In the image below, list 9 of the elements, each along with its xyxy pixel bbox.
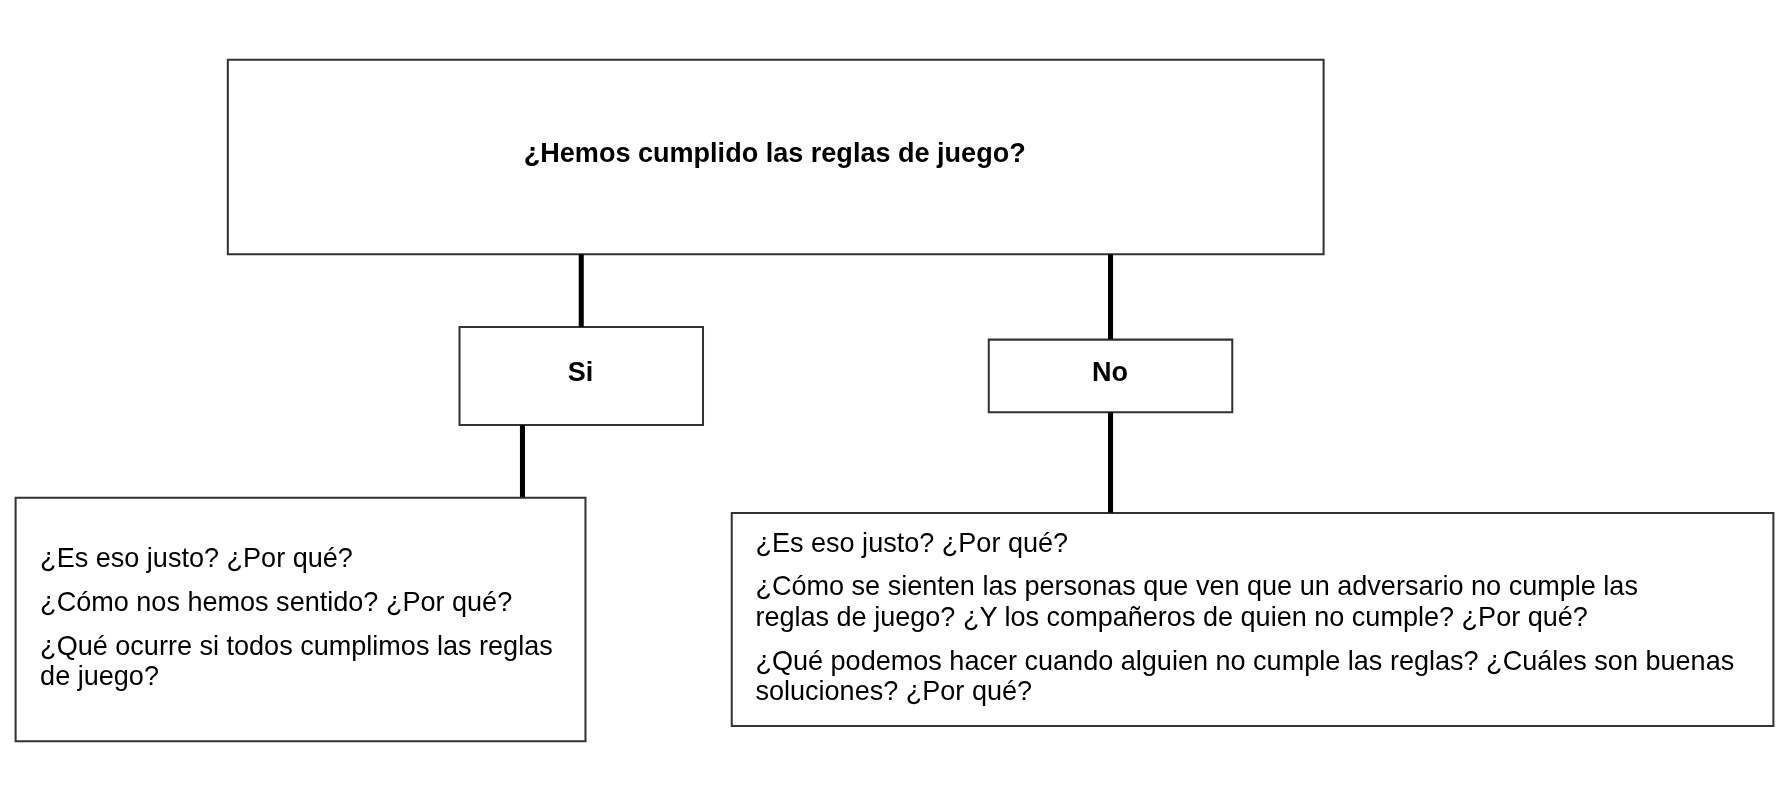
node-box: Si: [458, 325, 704, 426]
connector: [1108, 411, 1114, 513]
node-box: ¿Es eso justo? ¿Por qué? ¿Cómo nos hemos sentido? ¿Por qué? ¿Qué ocurre si todos cumplimos las reglas de juego?: [14, 496, 587, 742]
connector: [1108, 253, 1114, 339]
node-box: ¿Hemos cumplido las reglas de juego?: [226, 58, 1325, 255]
node-box: No: [987, 338, 1234, 413]
node-box: ¿Es eso justo? ¿Por qué? ¿Cómo se sienten las personas que ven que un adversario no cumple las reglas de juego? ¿Y los compañeros de quien no cumple? ¿Por qué? ¿Qué podemos hacer cuando alguien no cumple las reglas? ¿Cuáles son buenas soluciones? ¿Por qué?: [730, 511, 1775, 727]
connector: [519, 424, 525, 497]
connector: [578, 253, 584, 327]
